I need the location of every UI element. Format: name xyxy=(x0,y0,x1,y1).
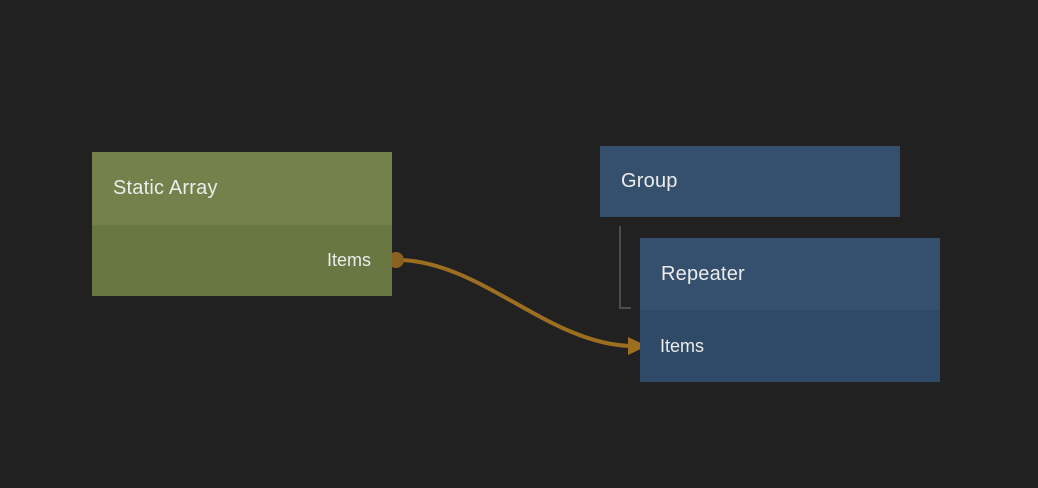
node-static-array[interactable]: Static Array Items xyxy=(92,152,392,296)
node-repeater-title: Repeater xyxy=(661,262,745,285)
node-group-title: Group xyxy=(621,170,678,192)
connection-wire[interactable] xyxy=(399,258,632,348)
node-static-array-title: Static Array xyxy=(113,177,218,199)
node-static-array-header[interactable]: Static Array xyxy=(92,152,392,225)
node-repeater-items-label: Items xyxy=(660,335,705,356)
node-static-array-items-label: Items xyxy=(326,250,371,270)
node-group[interactable]: Group xyxy=(600,146,900,217)
node-repeater[interactable]: Repeater Items xyxy=(640,238,940,382)
node-static-array-items-row[interactable]: Items xyxy=(92,225,392,296)
group-child-connector-line xyxy=(619,226,631,309)
node-group-header[interactable]: Group xyxy=(600,146,900,217)
node-repeater-header[interactable]: Repeater xyxy=(640,238,940,310)
node-repeater-items-row[interactable]: Items xyxy=(640,310,940,382)
